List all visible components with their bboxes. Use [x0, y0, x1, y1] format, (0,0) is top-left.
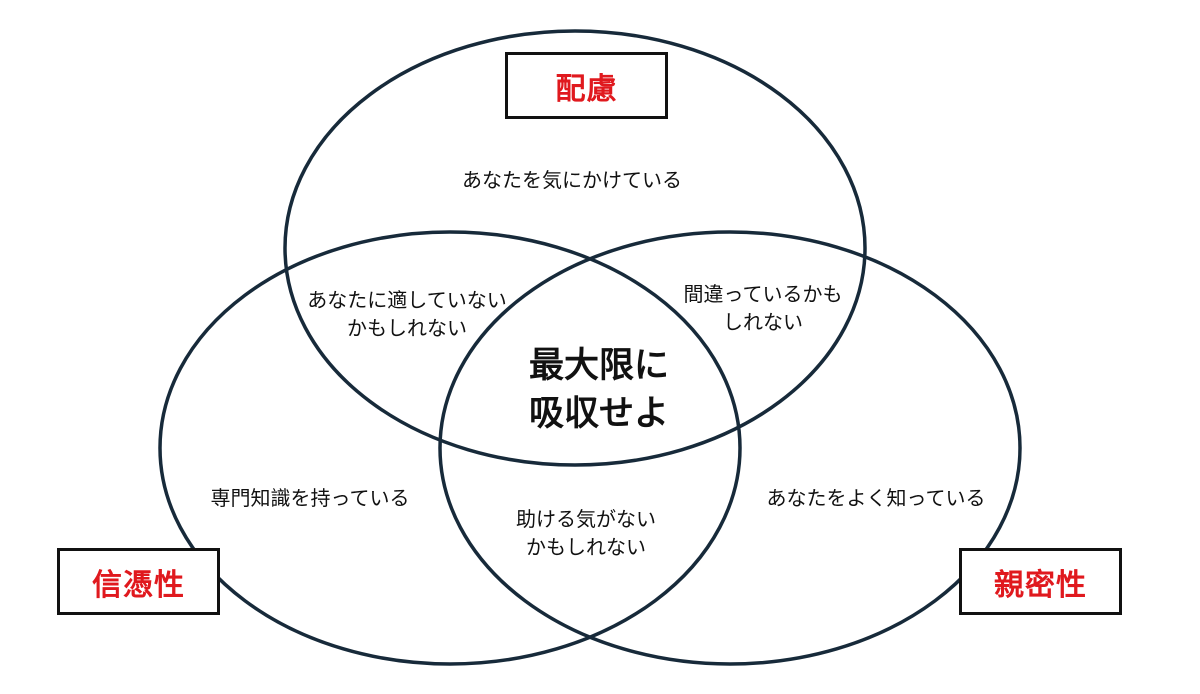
label-consideration: 配慮: [505, 52, 668, 119]
region-top-only-line: あなたを気にかけている: [462, 168, 682, 192]
circle-intimacy: [438, 230, 1022, 666]
region-right-only: あなたをよく知っている: [767, 484, 986, 512]
region-left-only: 専門知識を持っている: [211, 484, 410, 512]
region-top-right: 間違っているかも しれない: [684, 280, 843, 336]
region-left-right-line-1: 助ける気がない: [516, 507, 656, 531]
region-center-line-1: 最大限に: [528, 346, 670, 386]
region-top-left-line-1: あなたに適していない: [307, 288, 507, 312]
region-top-left: あなたに適していない かもしれない: [307, 286, 506, 342]
region-left-right: 助ける気がない かもしれない: [516, 505, 656, 561]
label-intimacy: 親密性: [959, 548, 1122, 615]
label-intimacy-text: 親密性: [994, 567, 1087, 603]
region-top-right-line-2: しれない: [723, 310, 803, 334]
region-left-right-line-2: かもしれない: [526, 535, 646, 559]
region-center-line-2: 吸収せよ: [528, 394, 670, 434]
region-top-left-line-2: かもしれない: [347, 316, 467, 340]
label-credibility-text: 信憑性: [92, 567, 185, 603]
region-top-only: あなたを気にかけている: [462, 166, 682, 194]
region-right-only-line: あなたをよく知っている: [766, 486, 986, 510]
circle-credibility: [158, 230, 742, 666]
circle-consideration: [283, 29, 867, 467]
region-left-only-line: 専門知識を持っている: [210, 486, 410, 510]
label-credibility: 信憑性: [57, 548, 220, 615]
label-consideration-text: 配慮: [555, 71, 618, 107]
region-center: 最大限に 吸収せよ: [529, 342, 669, 438]
region-top-right-line-1: 間違っているかも: [683, 282, 843, 306]
